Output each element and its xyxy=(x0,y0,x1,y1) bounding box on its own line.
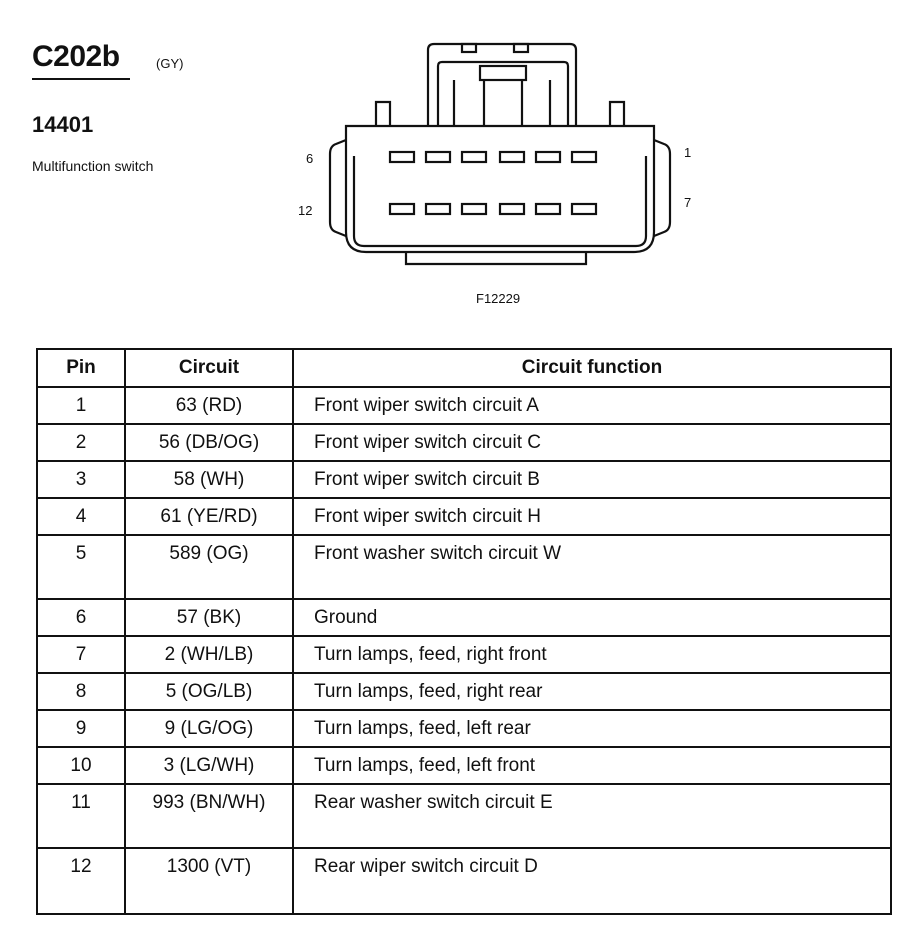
table-row: 12 1300 (VT) Rear wiper switch circuit D xyxy=(36,847,892,915)
table-row: 8 5 (OG/LB) Turn lamps, feed, right rear xyxy=(36,672,892,711)
connector-code: C202b xyxy=(32,40,120,73)
pin-cell: 7 xyxy=(36,635,126,674)
function-cell: Front wiper switch circuit C xyxy=(292,423,892,462)
connector-face-diagram xyxy=(328,42,672,266)
table-row: 6 57 (BK) Ground xyxy=(36,598,892,637)
header-pin: Pin xyxy=(36,348,126,388)
function-cell: Turn lamps, feed, right front xyxy=(292,635,892,674)
table-row: 9 9 (LG/OG) Turn lamps, feed, left rear xyxy=(36,709,892,748)
pin-label-top-left: 6 xyxy=(306,151,314,166)
pin-cell: 3 xyxy=(36,460,126,499)
table-row: 10 3 (LG/WH) Turn lamps, feed, left fron… xyxy=(36,746,892,785)
table-row: 3 58 (WH) Front wiper switch circuit B xyxy=(36,460,892,499)
pin-label-bottom-right: 7 xyxy=(684,195,692,210)
circuit-cell: 993 (BN/WH) xyxy=(124,783,294,849)
pin-cell: 6 xyxy=(36,598,126,637)
circuit-cell: 9 (LG/OG) xyxy=(124,709,294,748)
function-cell: Front wiper switch circuit A xyxy=(292,386,892,425)
circuit-cell: 1300 (VT) xyxy=(124,847,294,915)
title-underline xyxy=(32,78,130,80)
table-row: 1 63 (RD) Front wiper switch circuit A xyxy=(36,386,892,425)
table-header-row: Pin Circuit Circuit function xyxy=(36,348,892,388)
pin-cell: 8 xyxy=(36,672,126,711)
circuit-cell: 2 (WH/LB) xyxy=(124,635,294,674)
circuit-cell: 589 (OG) xyxy=(124,534,294,600)
part-number: 14401 xyxy=(32,112,94,137)
header-circuit-function: Circuit function xyxy=(292,348,892,388)
pin-label-top-right: 1 xyxy=(684,145,692,160)
header-circuit: Circuit xyxy=(124,348,294,388)
figure-id: F12229 xyxy=(476,291,521,306)
function-cell: Rear washer switch circuit E xyxy=(292,783,892,849)
function-cell: Turn lamps, feed, right rear xyxy=(292,672,892,711)
table-row: 4 61 (YE/RD) Front wiper switch circuit … xyxy=(36,497,892,536)
table-row: 2 56 (DB/OG) Front wiper switch circuit … xyxy=(36,423,892,462)
circuit-cell: 5 (OG/LB) xyxy=(124,672,294,711)
circuit-cell: 58 (WH) xyxy=(124,460,294,499)
circuit-cell: 61 (YE/RD) xyxy=(124,497,294,536)
component-description: Multifunction switch xyxy=(32,158,154,174)
table-row: 5 589 (OG) Front washer switch circuit W xyxy=(36,534,892,600)
pin-label-bottom-left: 12 xyxy=(298,203,313,218)
circuit-cell: 57 (BK) xyxy=(124,598,294,637)
function-cell: Rear wiper switch circuit D xyxy=(292,847,892,915)
terminal-cavities xyxy=(388,150,598,216)
pin-cell: 5 xyxy=(36,534,126,600)
function-cell: Front washer switch circuit W xyxy=(292,534,892,600)
table-row: 11 993 (BN/WH) Rear washer switch circui… xyxy=(36,783,892,849)
pin-cell: 9 xyxy=(36,709,126,748)
circuit-cell: 56 (DB/OG) xyxy=(124,423,294,462)
pin-cell: 1 xyxy=(36,386,126,425)
table-row: 7 2 (WH/LB) Turn lamps, feed, right fron… xyxy=(36,635,892,674)
connector-color: (GY) xyxy=(156,56,184,71)
function-cell: Turn lamps, feed, left rear xyxy=(292,709,892,748)
function-cell: Front wiper switch circuit B xyxy=(292,460,892,499)
circuit-cell: 63 (RD) xyxy=(124,386,294,425)
pin-cell: 4 xyxy=(36,497,126,536)
pin-cell: 12 xyxy=(36,847,126,915)
pin-cell: 10 xyxy=(36,746,126,785)
function-cell: Turn lamps, feed, left front xyxy=(292,746,892,785)
function-cell: Front wiper switch circuit H xyxy=(292,497,892,536)
function-cell: Ground xyxy=(292,598,892,637)
pinout-table: Pin Circuit Circuit function 1 63 (RD) F… xyxy=(36,348,892,915)
pin-cell: 11 xyxy=(36,783,126,849)
circuit-cell: 3 (LG/WH) xyxy=(124,746,294,785)
pin-cell: 2 xyxy=(36,423,126,462)
